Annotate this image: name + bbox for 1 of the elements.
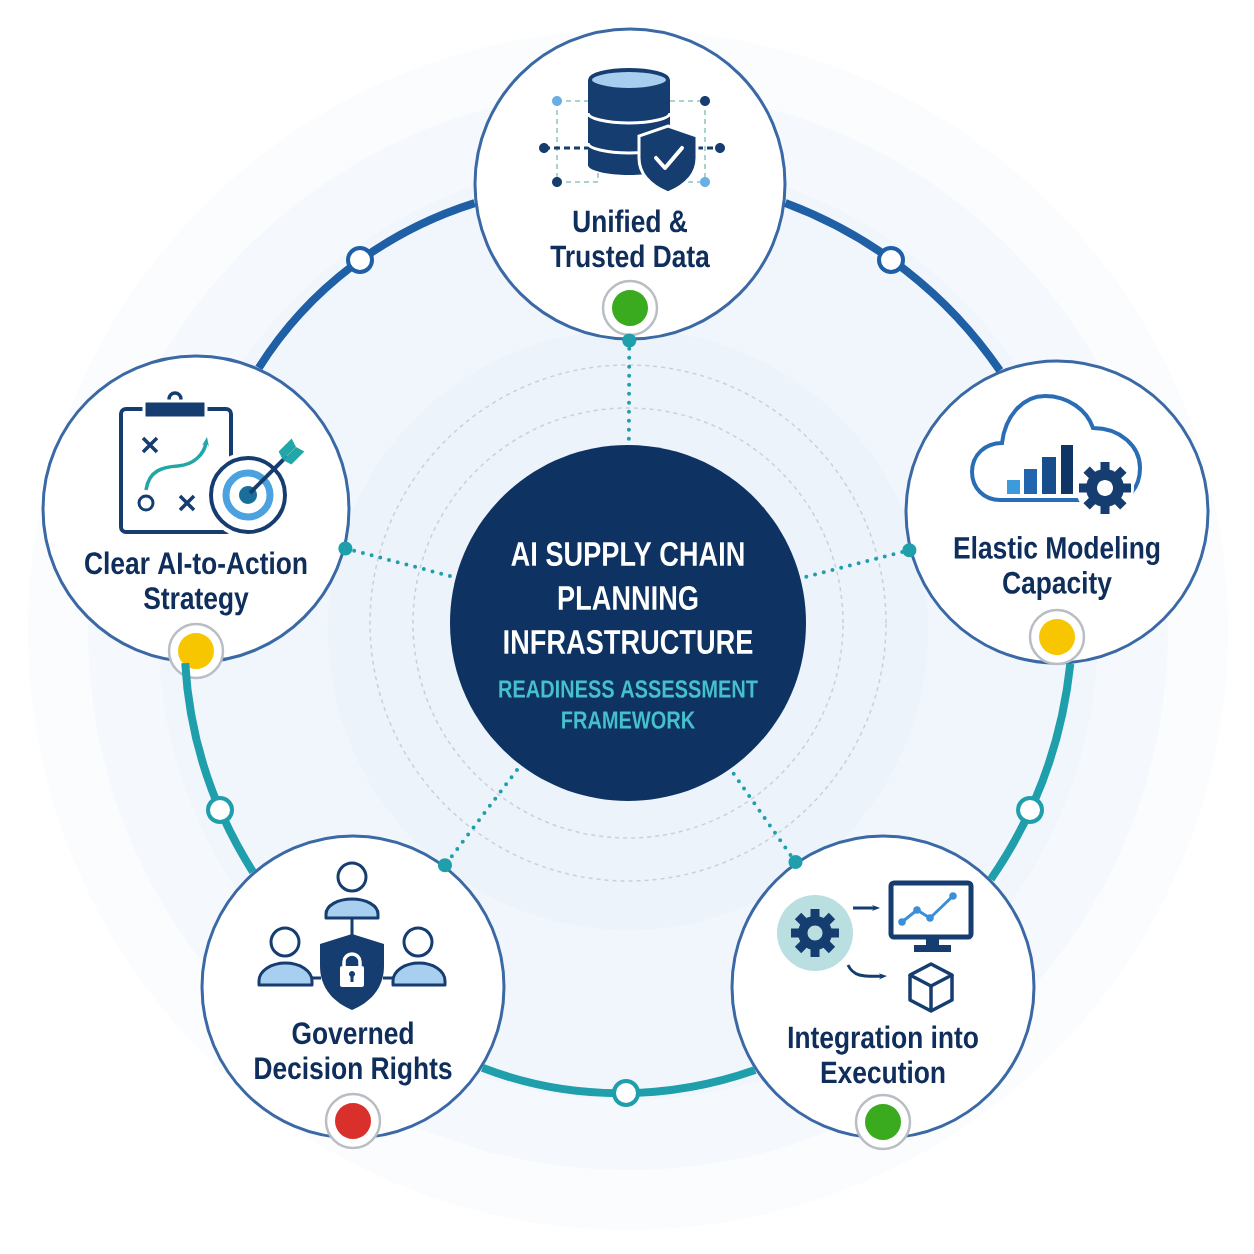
- circle-node: Elastic Modeling Capacity: [904, 359, 1210, 665]
